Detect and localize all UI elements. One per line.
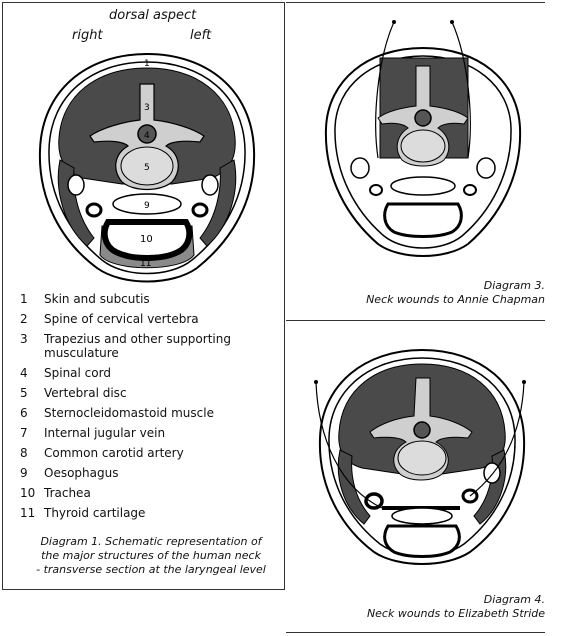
legend-item: 4 Spinal cord [20, 366, 275, 380]
oesophagus [112, 193, 182, 215]
caption-line: - transverse section at the laryngeal le… [36, 563, 266, 576]
left-label: left [190, 28, 212, 43]
caption-line: Diagram 1. Schematic representation of [40, 535, 262, 548]
caption-line: Neck wounds to Annie Chapman [366, 293, 545, 306]
legend-item: 3 Trapezius and other supporting musculat… [20, 332, 275, 360]
carotid-left [191, 202, 209, 218]
caption-line: Diagram 3. [483, 279, 545, 292]
legend-number: 11 [20, 506, 36, 520]
label-9: 9 [144, 201, 150, 211]
legend-number: 4 [20, 366, 28, 380]
caption-line: Diagram 4. [483, 593, 545, 606]
legend-number: 5 [20, 386, 28, 400]
sternocleidomastoid-left [199, 159, 237, 247]
diagram-3-caption: Diagram 3. Neck wounds to Annie Chapman [366, 279, 545, 307]
legend-number: 10 [20, 486, 36, 500]
legend-item: 8 Common carotid artery [20, 446, 275, 460]
subcutis-outline [48, 61, 246, 275]
legend-item: 11 Thyroid cartilage [20, 506, 275, 520]
legend-item: 1 Skin and subcutis [20, 292, 275, 306]
legend-label: Trapezius and other supporting musculatu… [44, 332, 231, 360]
trachea-ring [101, 219, 193, 261]
structure-legend: 1 Skin and subcutis 2 Spine of cervical ver… [20, 292, 275, 526]
label-1: 1 [144, 59, 150, 69]
legend-item: 10 Trachea [20, 486, 275, 500]
legend-label: Spinal cord [44, 366, 111, 380]
right-label: right [72, 28, 103, 43]
legend-number: 8 [20, 446, 28, 460]
spinal-cord [137, 124, 157, 144]
legend-label: Spine of cervical vertebra [44, 312, 199, 326]
legend-label: Oesophagus [44, 466, 119, 480]
label-10: 10 [140, 234, 153, 245]
legend-item: 7 Internal jugular vein [20, 426, 275, 440]
legend-number: 3 [20, 332, 28, 346]
legend-label: Trachea [44, 486, 91, 500]
legend-item: 5 Vertebral disc [20, 386, 275, 400]
legend-label: Internal jugular vein [44, 426, 166, 440]
bottom-right-rule [286, 632, 545, 633]
label-4: 4 [144, 131, 150, 141]
diagram-1-neck-section: 1 3 4 5 9 10 11 [38, 52, 256, 283]
diagram-1-caption: Diagram 1. Schematic representation of t… [20, 535, 282, 577]
diagram-3-neck-section [324, 20, 522, 257]
stride-severed-carotid [364, 492, 384, 510]
legend-item: 2 Spine of cervical vertebra [20, 312, 275, 326]
middle-right-rule [286, 320, 545, 321]
top-right-rule [286, 2, 545, 3]
diagram-1-panel [2, 2, 285, 590]
wound-line-right [315, 381, 383, 509]
label-11: 11 [140, 259, 151, 269]
legend-label: Sternocleidomastoid muscle [44, 406, 214, 420]
wound-line-right [375, 21, 395, 159]
legend-label: Vertebral disc [44, 386, 127, 400]
label-3: 3 [144, 103, 150, 113]
label-5: 5 [144, 163, 150, 173]
wound-line-left [451, 21, 471, 159]
legend-label: Common carotid artery [44, 446, 184, 460]
dorsal-aspect-label: dorsal aspect [109, 8, 197, 23]
legend-label: Skin and subcutis [44, 292, 150, 306]
diagram-4-neck-section [314, 348, 526, 565]
legend-item: 9 Oesophagus [20, 466, 275, 480]
jugular-vein-right [67, 174, 85, 196]
vertebral-disc [120, 146, 174, 186]
jugular-vein-left [201, 174, 219, 196]
carotid-right [85, 202, 103, 218]
legend-item: 6 Sternocleidomastoid muscle [20, 406, 275, 420]
legend-number: 7 [20, 426, 28, 440]
legend-label: Thyroid cartilage [44, 506, 146, 520]
legend-number: 9 [20, 466, 28, 480]
legend-number: 2 [20, 312, 28, 326]
wound-line-left [469, 381, 525, 497]
legend-number: 1 [20, 292, 28, 306]
diagram-4-caption: Diagram 4. Neck wounds to Elizabeth Stri… [367, 593, 545, 621]
legend-number: 6 [20, 406, 28, 420]
caption-line: the major structures of the human neck [41, 549, 261, 562]
caption-line: Neck wounds to Elizabeth Stride [366, 607, 545, 620]
